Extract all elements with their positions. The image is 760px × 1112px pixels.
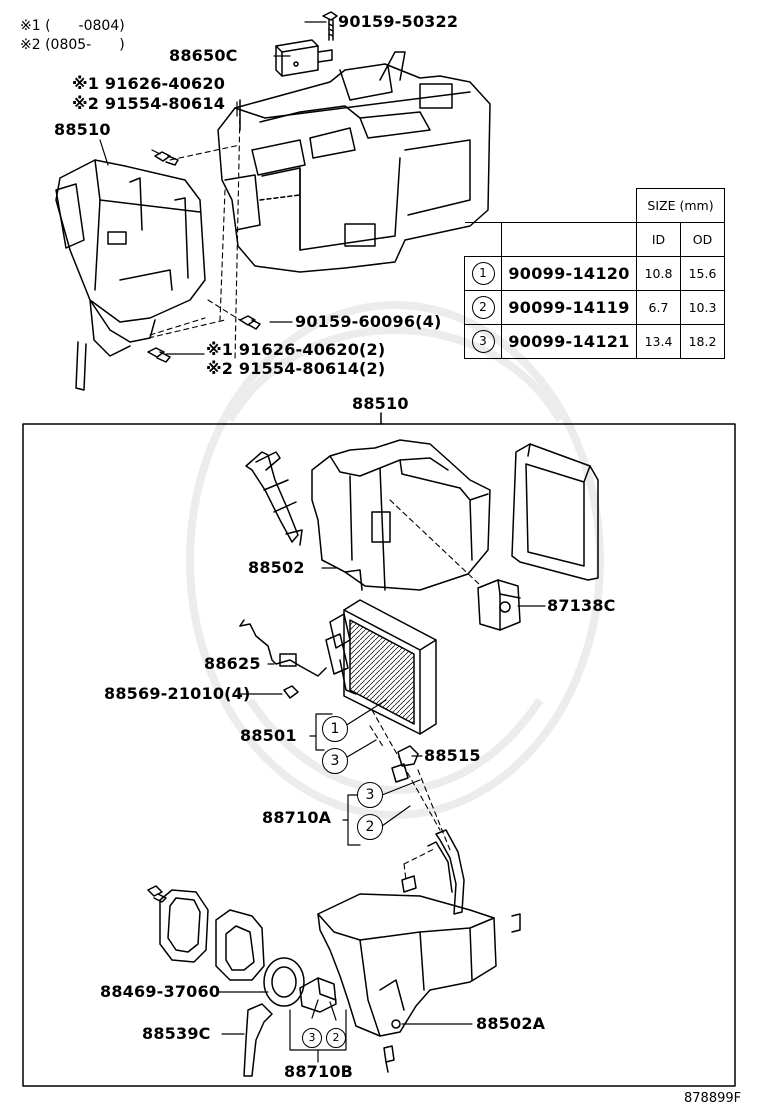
row-od: 10.3 bbox=[680, 290, 725, 325]
screw-90159-50322 bbox=[322, 11, 338, 41]
label-91626-40620-a[interactable]: ※1 91626-40620 bbox=[72, 74, 226, 93]
clip-88569-21010 bbox=[283, 685, 299, 699]
note-1: ※1 ( -0804) bbox=[20, 18, 125, 34]
table-row: 2 90099-14119 6.7 10.3 bbox=[464, 290, 725, 325]
relay-module-88650c bbox=[275, 39, 333, 77]
label-88650c[interactable]: 88650C bbox=[169, 46, 238, 65]
table-row: 1 90099-14120 10.8 15.6 bbox=[464, 256, 725, 291]
row-id: 10.8 bbox=[636, 256, 681, 291]
label-88710b[interactable]: 88710B bbox=[284, 1062, 354, 1081]
tube-assembly-88710a bbox=[401, 829, 465, 915]
screw-lower-bottom bbox=[383, 1045, 395, 1073]
row-od: 15.6 bbox=[680, 256, 725, 291]
row-part-number[interactable]: 90099-14121 bbox=[501, 324, 637, 359]
assembly-frame-88510 bbox=[22, 423, 736, 1087]
label-91554-80614-a[interactable]: ※2 91554-80614 bbox=[72, 94, 226, 113]
table-row: 3 90099-14121 13.4 18.2 bbox=[464, 324, 725, 359]
row-number: 1 bbox=[471, 262, 495, 285]
label-91626-40620-b[interactable]: ※1 91626-40620(2) bbox=[206, 340, 386, 359]
row-id: 13.4 bbox=[636, 324, 681, 359]
screw-lower-left bbox=[147, 885, 167, 903]
label-88569-21010[interactable]: 88569-21010(4) bbox=[104, 684, 251, 703]
drain-hose-88539c bbox=[243, 1003, 273, 1077]
label-88625[interactable]: 88625 bbox=[204, 654, 261, 673]
label-88502a[interactable]: 88502A bbox=[476, 1014, 546, 1033]
row-part-number[interactable]: 90099-14119 bbox=[501, 290, 637, 325]
heater-unit-housing bbox=[217, 51, 491, 273]
note-2: ※2 (0805- ) bbox=[20, 37, 125, 53]
label-88510-frame[interactable]: 88510 bbox=[352, 394, 409, 413]
upper-case-88502 bbox=[311, 439, 491, 591]
label-88539c[interactable]: 88539C bbox=[142, 1024, 211, 1043]
hose-size-table: SIZE (mm) ID OD 1 90099-14120 10.8 15.6 … bbox=[464, 188, 725, 359]
row-number: 3 bbox=[471, 330, 495, 353]
ambient-sensor-88625 bbox=[239, 619, 327, 677]
callout-2: 2 bbox=[326, 1028, 346, 1048]
watermark-emblem bbox=[186, 301, 604, 819]
label-90159-60096[interactable]: 90159-60096(4) bbox=[295, 312, 442, 331]
expansion-valve-88515 bbox=[391, 745, 419, 783]
row-number: 2 bbox=[471, 296, 495, 319]
drain-hose-top bbox=[75, 341, 87, 391]
label-88515[interactable]: 88515 bbox=[424, 746, 481, 765]
label-88510-top[interactable]: 88510 bbox=[54, 120, 111, 139]
tube-88710b bbox=[299, 977, 337, 1013]
row-id: 6.7 bbox=[636, 290, 681, 325]
label-88501[interactable]: 88501 bbox=[240, 726, 297, 745]
row-part-number[interactable]: 90099-14120 bbox=[501, 256, 637, 291]
label-90159-50322[interactable]: 90159-50322 bbox=[338, 12, 459, 31]
col-od: OD bbox=[680, 222, 725, 257]
screw-91626-40620-bottom bbox=[147, 347, 171, 363]
screw-90159-60096 bbox=[239, 315, 261, 330]
thermistor-87138c bbox=[477, 579, 521, 631]
evaporator-housing-88510-top bbox=[55, 159, 206, 357]
label-87138c[interactable]: 87138C bbox=[547, 596, 616, 615]
seal-88469-37060 bbox=[159, 889, 305, 1007]
row-od: 18.2 bbox=[680, 324, 725, 359]
size-header: SIZE (mm) bbox=[636, 188, 725, 223]
callout-3: 3 bbox=[302, 1028, 322, 1048]
col-id: ID bbox=[636, 222, 681, 257]
callout-3: 3 bbox=[357, 782, 383, 808]
inlet-duct-88502-left bbox=[245, 451, 303, 546]
evaporator-core-88501 bbox=[325, 599, 437, 735]
label-88710a[interactable]: 88710A bbox=[262, 808, 332, 827]
callout-3: 3 bbox=[322, 748, 348, 774]
label-91554-80614-b[interactable]: ※2 91554-80614(2) bbox=[206, 359, 386, 378]
diagram-code: 878899F bbox=[684, 1091, 742, 1106]
foam-seal-frame bbox=[511, 443, 599, 581]
callout-1: 1 bbox=[322, 716, 348, 742]
callout-2: 2 bbox=[357, 814, 383, 840]
label-88469-37060[interactable]: 88469-37060 bbox=[100, 982, 221, 1001]
label-88502[interactable]: 88502 bbox=[248, 558, 305, 577]
lower-case-88502a bbox=[317, 893, 521, 1037]
